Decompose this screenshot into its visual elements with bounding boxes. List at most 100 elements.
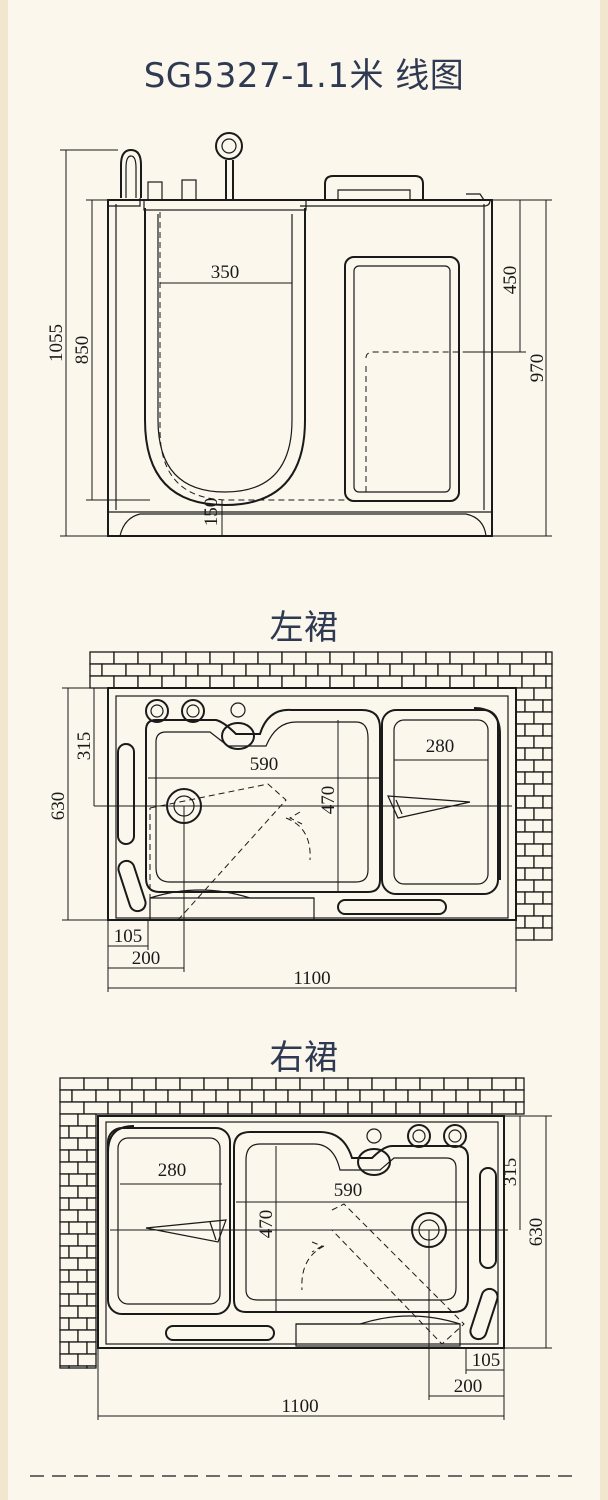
brick bbox=[524, 819, 544, 833]
brick bbox=[113, 651, 139, 665]
brick bbox=[419, 1077, 445, 1091]
brick bbox=[233, 675, 259, 689]
brick bbox=[329, 675, 355, 689]
dim-label-590: 590 bbox=[334, 1180, 363, 1201]
brick bbox=[59, 1077, 85, 1091]
brick bbox=[323, 1077, 349, 1091]
brick bbox=[89, 663, 103, 677]
brick bbox=[59, 1245, 70, 1259]
brick bbox=[299, 1077, 325, 1091]
brick bbox=[239, 1089, 265, 1103]
brick bbox=[59, 1089, 73, 1103]
brick bbox=[59, 1281, 79, 1295]
brick bbox=[77, 1329, 97, 1343]
brick bbox=[524, 891, 544, 905]
brick bbox=[245, 663, 271, 677]
dim-label-350: 350 bbox=[211, 262, 240, 283]
brick bbox=[263, 1089, 289, 1103]
brick bbox=[335, 1089, 361, 1103]
brick bbox=[353, 675, 379, 689]
brick bbox=[68, 1365, 88, 1369]
brick bbox=[59, 1329, 79, 1343]
brick bbox=[281, 651, 307, 665]
brick bbox=[515, 867, 526, 881]
brick bbox=[77, 1137, 97, 1151]
headrest bbox=[387, 795, 471, 819]
brick bbox=[59, 1125, 70, 1139]
faucet-top bbox=[221, 722, 255, 750]
door-panel bbox=[149, 897, 315, 921]
valve-handle-left bbox=[147, 181, 163, 201]
brick bbox=[68, 1149, 88, 1163]
brick bbox=[383, 1089, 409, 1103]
dim-label-590: 590 bbox=[250, 754, 279, 775]
brick bbox=[515, 879, 535, 893]
brick bbox=[521, 675, 547, 689]
brick bbox=[161, 651, 187, 665]
brick bbox=[515, 759, 535, 773]
brick bbox=[59, 1173, 70, 1187]
seat bbox=[381, 709, 499, 895]
brick bbox=[341, 663, 367, 677]
brick bbox=[491, 1101, 517, 1115]
brick bbox=[542, 819, 553, 833]
brick bbox=[155, 1101, 181, 1115]
brick bbox=[497, 675, 523, 689]
brick bbox=[59, 1113, 79, 1127]
left-skirt-title: 左裙 bbox=[269, 608, 339, 648]
door-opening-outer bbox=[144, 208, 306, 507]
brick bbox=[371, 1101, 397, 1115]
brick bbox=[515, 771, 526, 785]
brick bbox=[173, 663, 199, 677]
brick bbox=[89, 675, 115, 689]
brick bbox=[515, 783, 535, 797]
brick bbox=[413, 663, 439, 677]
dim-label-150: 150 bbox=[201, 498, 222, 527]
brick bbox=[377, 675, 403, 689]
brick bbox=[542, 891, 553, 905]
brick bbox=[533, 879, 553, 893]
page-title: SG5327-1.1米 线图 bbox=[143, 56, 465, 96]
brick bbox=[131, 1101, 157, 1115]
brick bbox=[68, 1173, 88, 1187]
brick bbox=[86, 1125, 97, 1139]
brick bbox=[365, 663, 391, 677]
brick bbox=[515, 903, 535, 917]
brick bbox=[287, 1089, 313, 1103]
brick bbox=[68, 1269, 88, 1283]
brick bbox=[515, 735, 535, 749]
left-edge-strip bbox=[0, 0, 8, 1500]
brick bbox=[221, 663, 247, 677]
brick bbox=[119, 1089, 145, 1103]
brick bbox=[515, 1077, 525, 1091]
brick bbox=[167, 1089, 193, 1103]
dim-label-970: 970 bbox=[527, 354, 548, 383]
brick bbox=[449, 651, 475, 665]
brick bbox=[545, 651, 553, 665]
side-window-inner bbox=[353, 265, 451, 493]
brick bbox=[59, 1161, 79, 1175]
brick bbox=[515, 891, 526, 905]
brick bbox=[125, 663, 151, 677]
brick bbox=[395, 1101, 421, 1115]
door-opening-inner bbox=[157, 214, 293, 493]
faucet-top bbox=[357, 1148, 391, 1176]
brick bbox=[389, 663, 415, 677]
brick bbox=[524, 699, 544, 713]
brick bbox=[542, 747, 553, 761]
side-handle bbox=[479, 1167, 497, 1269]
brick bbox=[533, 783, 553, 797]
brick bbox=[524, 867, 544, 881]
brick bbox=[107, 1077, 133, 1091]
brick bbox=[68, 1125, 88, 1139]
brick bbox=[461, 663, 487, 677]
brick bbox=[425, 651, 451, 665]
brick bbox=[479, 1089, 505, 1103]
brick bbox=[497, 651, 523, 665]
brick bbox=[311, 1089, 337, 1103]
brick bbox=[515, 927, 535, 941]
dim-label-315: 315 bbox=[500, 1158, 521, 1187]
brick bbox=[395, 1077, 421, 1091]
brick bbox=[59, 1305, 79, 1319]
brick bbox=[467, 1101, 493, 1115]
